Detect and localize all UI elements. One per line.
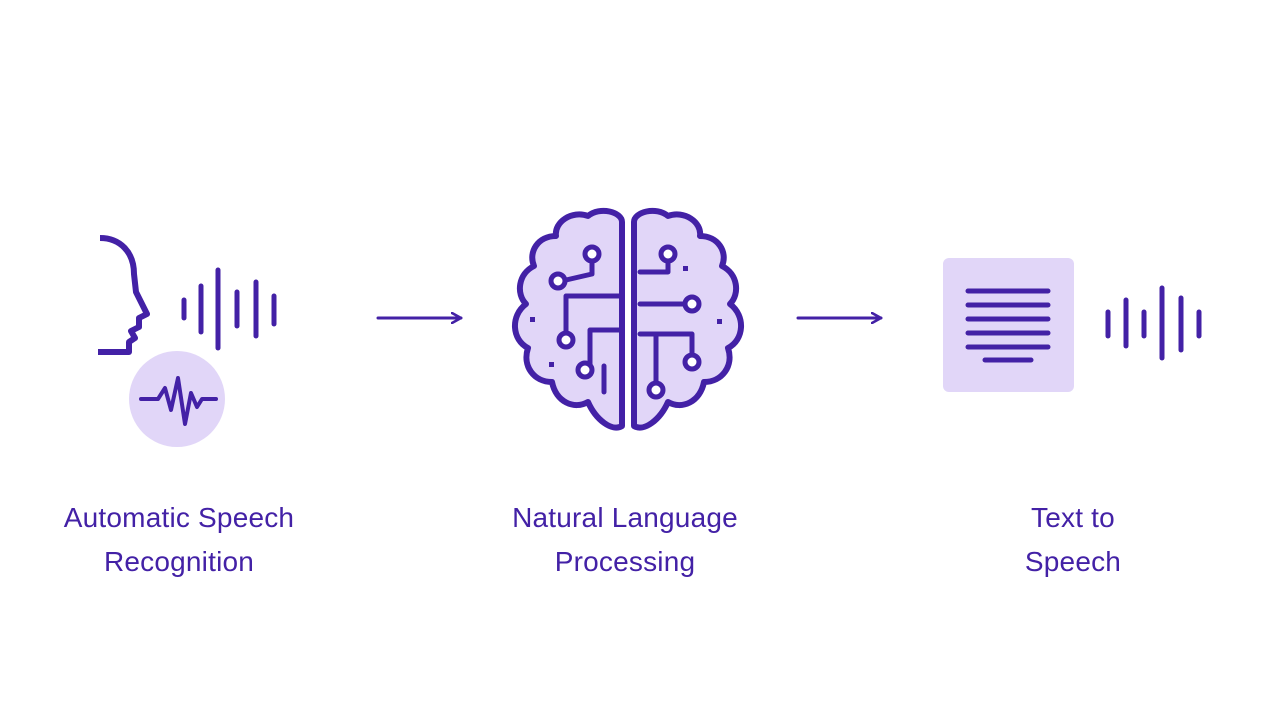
pulse-circle-icon	[129, 351, 225, 447]
speaking-head-icon	[98, 235, 150, 355]
nlp-label: Natural Language Processing	[465, 496, 785, 584]
tts-label-line2: Speech	[1024, 546, 1122, 577]
sound-wave-icon	[1105, 285, 1202, 361]
asr-label-line1: Automatic Speech	[63, 502, 295, 533]
text-document-icon	[943, 258, 1074, 392]
asr-label: Automatic Speech Recognition	[19, 496, 339, 584]
sound-wave-icon	[181, 267, 277, 351]
circuit-brain-icon	[512, 207, 744, 431]
tts-label: Text to Speech	[913, 496, 1233, 584]
asr-label-line2: Recognition	[103, 546, 255, 577]
nlp-label-line2: Processing	[554, 546, 696, 577]
tts-label-line1: Text to	[1031, 502, 1115, 533]
nlp-label-line1: Natural Language	[512, 502, 738, 533]
